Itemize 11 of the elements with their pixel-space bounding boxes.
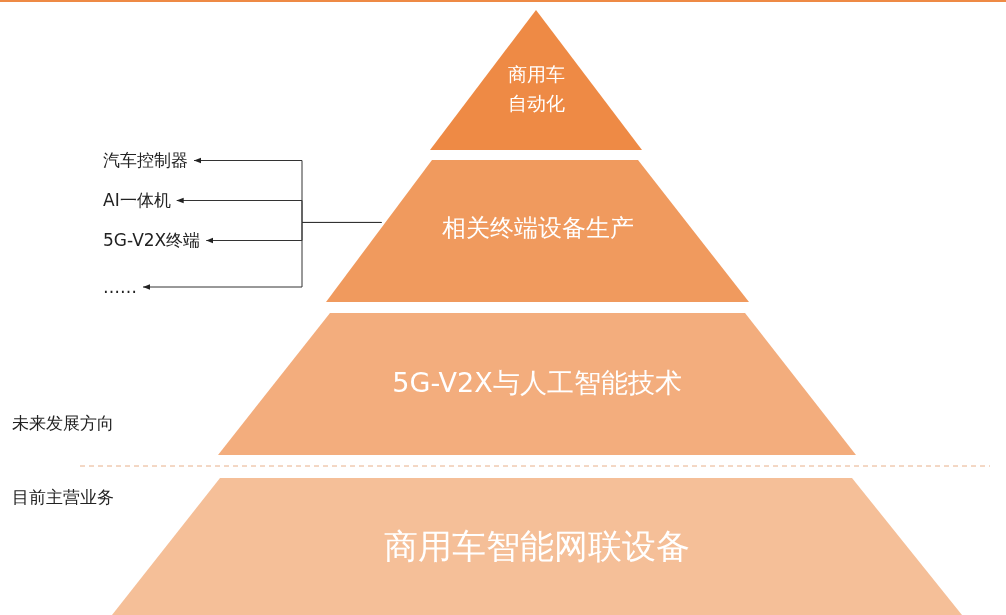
- layer-label: 5G-V2X与人工智能技术: [391, 366, 683, 400]
- layer-label: 相关终端设备生产: [440, 213, 635, 244]
- section-label: 目前主营业务: [12, 486, 114, 509]
- item-text: AI一体机: [103, 189, 171, 212]
- arrow: [142, 222, 382, 290]
- item-text: 汽车控制器: [103, 149, 188, 172]
- layer-label: 商用车自动化: [506, 62, 566, 116]
- item-text: ……: [103, 277, 137, 297]
- item-text: 5G-V2X终端: [103, 229, 201, 252]
- layer-label: 商用车智能网联设备: [383, 525, 691, 568]
- section-label: 未来发展方向: [12, 412, 114, 435]
